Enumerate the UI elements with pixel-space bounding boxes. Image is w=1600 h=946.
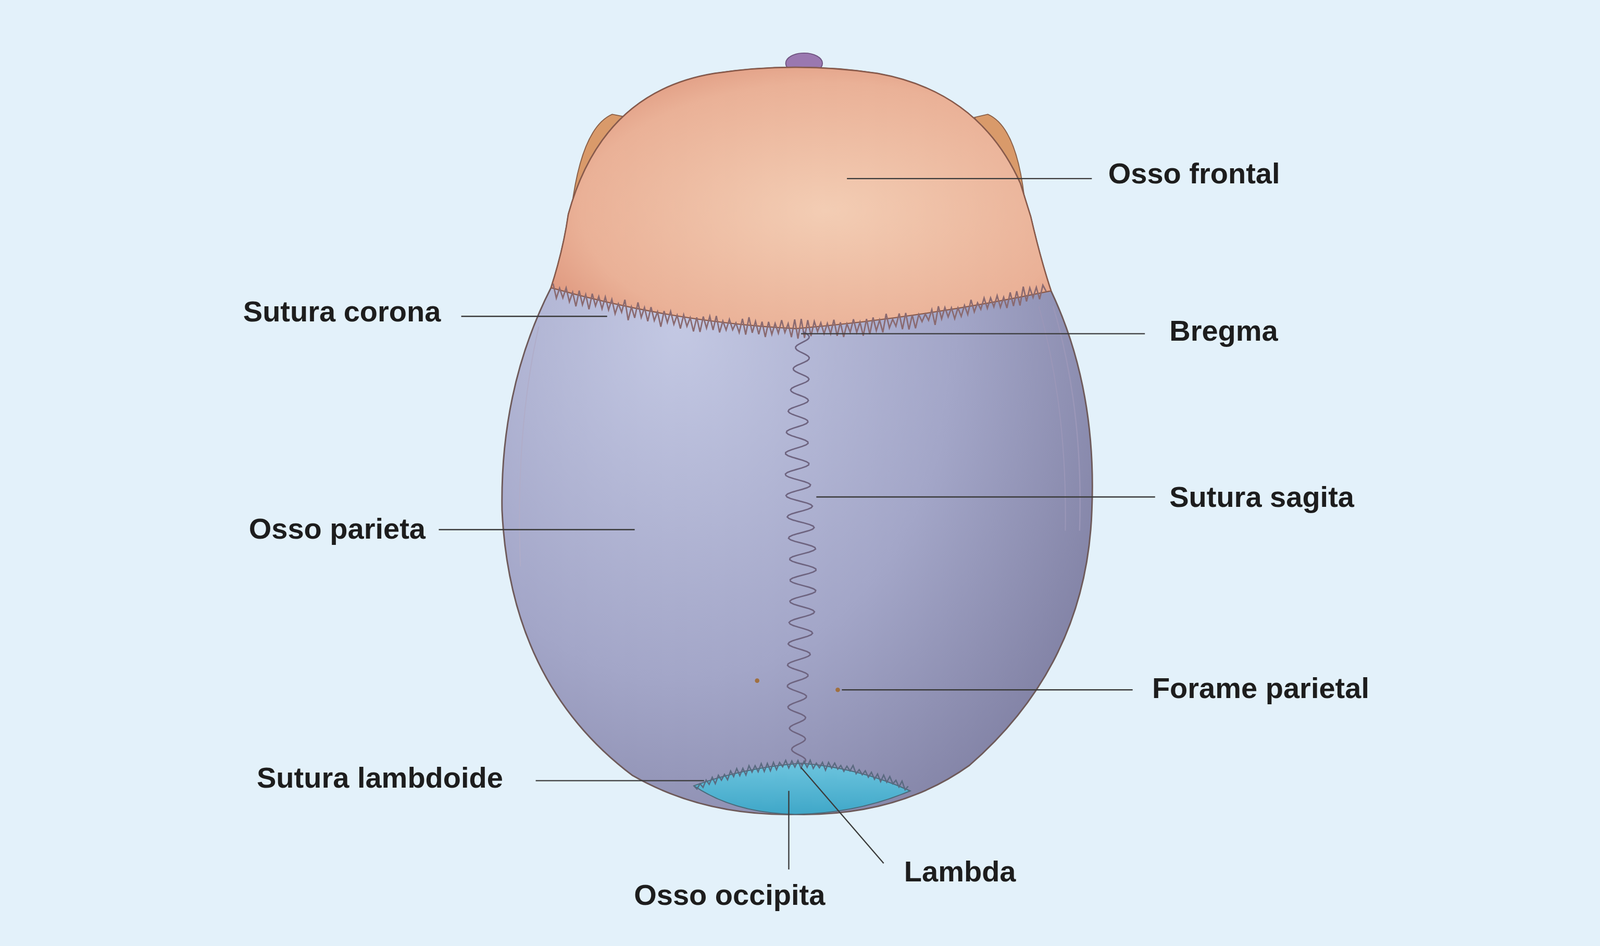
parietal-foramen	[754, 678, 760, 683]
part-label: Lambda	[904, 855, 1017, 888]
leader-line	[438, 529, 635, 531]
sagittal-suture	[785, 331, 817, 766]
lambdoid-suture	[693, 759, 908, 790]
leader-line	[801, 767, 884, 864]
part-label: Sutura lambdoide	[256, 761, 504, 794]
leader-line	[461, 315, 608, 317]
leader-line	[846, 178, 1092, 180]
part-label: Forame parietal	[1152, 671, 1370, 705]
coronal-suture	[553, 283, 1047, 339]
occipital-bone	[693, 763, 910, 815]
leader-line	[788, 790, 790, 870]
leader-line	[841, 689, 1133, 691]
leader-line	[816, 496, 1155, 498]
parietal-bone	[502, 67, 1093, 815]
frontal-bone	[551, 67, 1052, 329]
part-label: Osso occipita	[633, 878, 825, 911]
part-label: Osso parieta	[248, 512, 426, 545]
parietal-foramen	[835, 687, 841, 693]
part-label: Sutura sagita	[1169, 480, 1355, 514]
leader-line	[535, 779, 705, 781]
leader-line	[801, 332, 1145, 334]
leader-lines	[438, 178, 1155, 870]
part-label: Bregma	[1169, 314, 1279, 347]
temporal-line	[519, 326, 539, 567]
part-label: Sutura corona	[243, 295, 442, 328]
part-label: Osso frontal	[1108, 157, 1281, 190]
